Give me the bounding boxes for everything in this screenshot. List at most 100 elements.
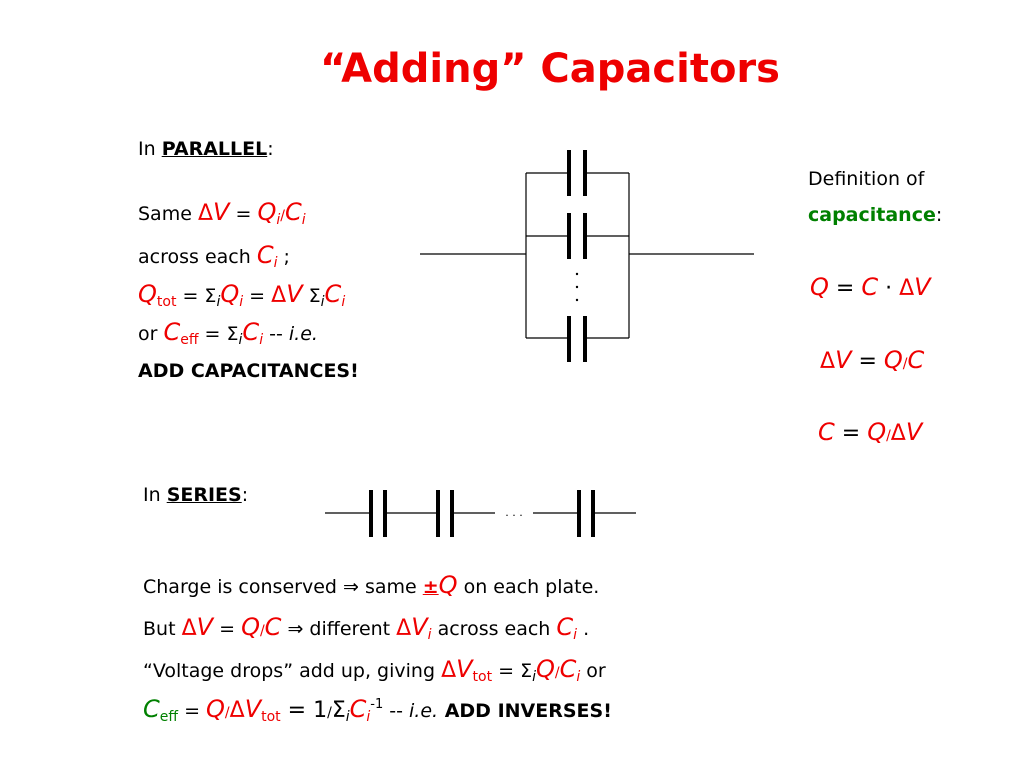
delta-symbol: Δ [899, 276, 915, 301]
var-V: V [244, 695, 262, 723]
slash: / [554, 665, 560, 681]
var-V: V [835, 346, 852, 374]
heading-word: SERIES [166, 484, 242, 506]
sub-i: i [573, 627, 578, 643]
slash: / [259, 623, 265, 639]
var-C: C [163, 318, 181, 346]
equals: = [828, 276, 862, 301]
var-V: V [213, 198, 230, 226]
definition-eq-3: C = Q/ΔV [818, 418, 922, 446]
var-V: V [196, 613, 214, 641]
series-line-4: Ceff = Q/ΔVtot = 1/ΣiCi-1 -- i.e. ADD IN… [143, 695, 612, 725]
parallel-ellipsis [575, 272, 579, 302]
var-C: C [143, 695, 160, 723]
var-C: C [818, 418, 835, 446]
sub-i: i [576, 669, 581, 685]
dot: · [878, 276, 900, 301]
sub-tot: tot [472, 669, 493, 685]
text-or: or [580, 660, 606, 682]
heading-prefix: In [143, 484, 167, 506]
semicolon: ; [277, 246, 290, 268]
delta-symbol: Δ [197, 201, 214, 226]
var-V: V [456, 655, 473, 683]
text: across each [138, 246, 257, 268]
var-V: V [411, 613, 428, 641]
heading-colon: : [241, 484, 249, 506]
dot [575, 285, 579, 289]
page-title: “Adding” Capacitors [320, 46, 780, 92]
add-inverses: ADD INVERSES! [438, 700, 612, 722]
heading-word: PARALLEL [161, 138, 268, 160]
equals-one: = 1 [280, 698, 328, 723]
dashes: -- [263, 323, 289, 345]
series-line-3: “Voltage drops” add up, giving ΔVtot = Σ… [143, 655, 606, 685]
slash: / [224, 705, 230, 721]
var-C: C [324, 280, 342, 308]
slash: / [327, 705, 332, 721]
series-capacitor-plates [369, 490, 595, 537]
sub-eff: eff [159, 709, 179, 725]
equals-sigma: = Σ [198, 323, 239, 345]
text: Charge is conserved ⇒ same [143, 576, 423, 598]
series-ellipsis: . . . [505, 506, 522, 519]
definition-eq-1: Q = C · ΔV [810, 273, 931, 301]
var-C: C [861, 273, 879, 301]
heading-colon: : [267, 138, 274, 160]
dot [575, 298, 579, 302]
slash: / [902, 356, 908, 372]
sub-i: i [427, 627, 432, 643]
sub-tot: tot [156, 294, 177, 310]
var-Q: Q [536, 655, 555, 683]
parallel-line-2: across each Ci ; [138, 241, 290, 271]
var-V: V [914, 273, 931, 301]
var-Q: Q [138, 280, 157, 308]
sub-i: i [239, 294, 244, 310]
colon: : [935, 204, 943, 226]
sigma: Σ [302, 285, 321, 307]
delta-symbol: Δ [181, 616, 197, 641]
equals: = [213, 618, 242, 640]
sub-i: i [366, 709, 371, 725]
parallel-capacitor-plates [567, 150, 587, 362]
var-C: C [284, 198, 302, 226]
var-C: C [349, 695, 367, 723]
definition-line-2: capacitance: [808, 204, 942, 226]
definition-eq-2: ΔV = Q/C [820, 346, 924, 374]
dashes: -- [383, 700, 410, 722]
var-Q: Q [257, 198, 277, 226]
var-Q: Q [810, 273, 829, 301]
text: Same [138, 203, 198, 225]
sup-minus-one: -1 [370, 697, 384, 712]
text-or: or [138, 323, 164, 345]
series-line-2: But ΔV = Q/C ⇒ different ΔVi across each… [143, 613, 589, 643]
equals: = [834, 421, 868, 446]
equals: = [243, 285, 272, 307]
text: “Voltage drops” add up, giving [143, 660, 442, 682]
parallel-heading: In PARALLEL: [138, 138, 274, 160]
sub-i: i [532, 669, 536, 685]
var-V: V [286, 280, 303, 308]
sub-eff: eff [180, 332, 199, 348]
var-C: C [242, 318, 260, 346]
text: on each plate. [457, 576, 600, 598]
period: . [577, 618, 590, 640]
parallel-line-1: Same ΔV = Qi/Ci [138, 198, 306, 228]
var-C: C [559, 655, 577, 683]
delta-symbol: Δ [271, 283, 287, 308]
sub-i: i [273, 255, 278, 271]
definition-line-1: Definition of [808, 168, 925, 190]
equals-sigma: = Σ [492, 660, 533, 682]
series-heading: In SERIES: [143, 484, 248, 506]
var-Q: Q [867, 418, 887, 446]
var-C: C [256, 241, 274, 269]
var-V: V [905, 418, 923, 446]
sub-tot: tot [261, 709, 281, 725]
parallel-conclusion: ADD CAPACITANCES! [138, 360, 359, 382]
parallel-line-3: Qtot = ΣiQi = ΔV ΣiCi [138, 280, 345, 310]
equals-sigma: = Σ [176, 285, 217, 307]
text: ⇒ different [281, 618, 397, 640]
sub-i: i [259, 332, 264, 348]
sub-i: i [341, 294, 346, 310]
text: across each [431, 618, 557, 640]
